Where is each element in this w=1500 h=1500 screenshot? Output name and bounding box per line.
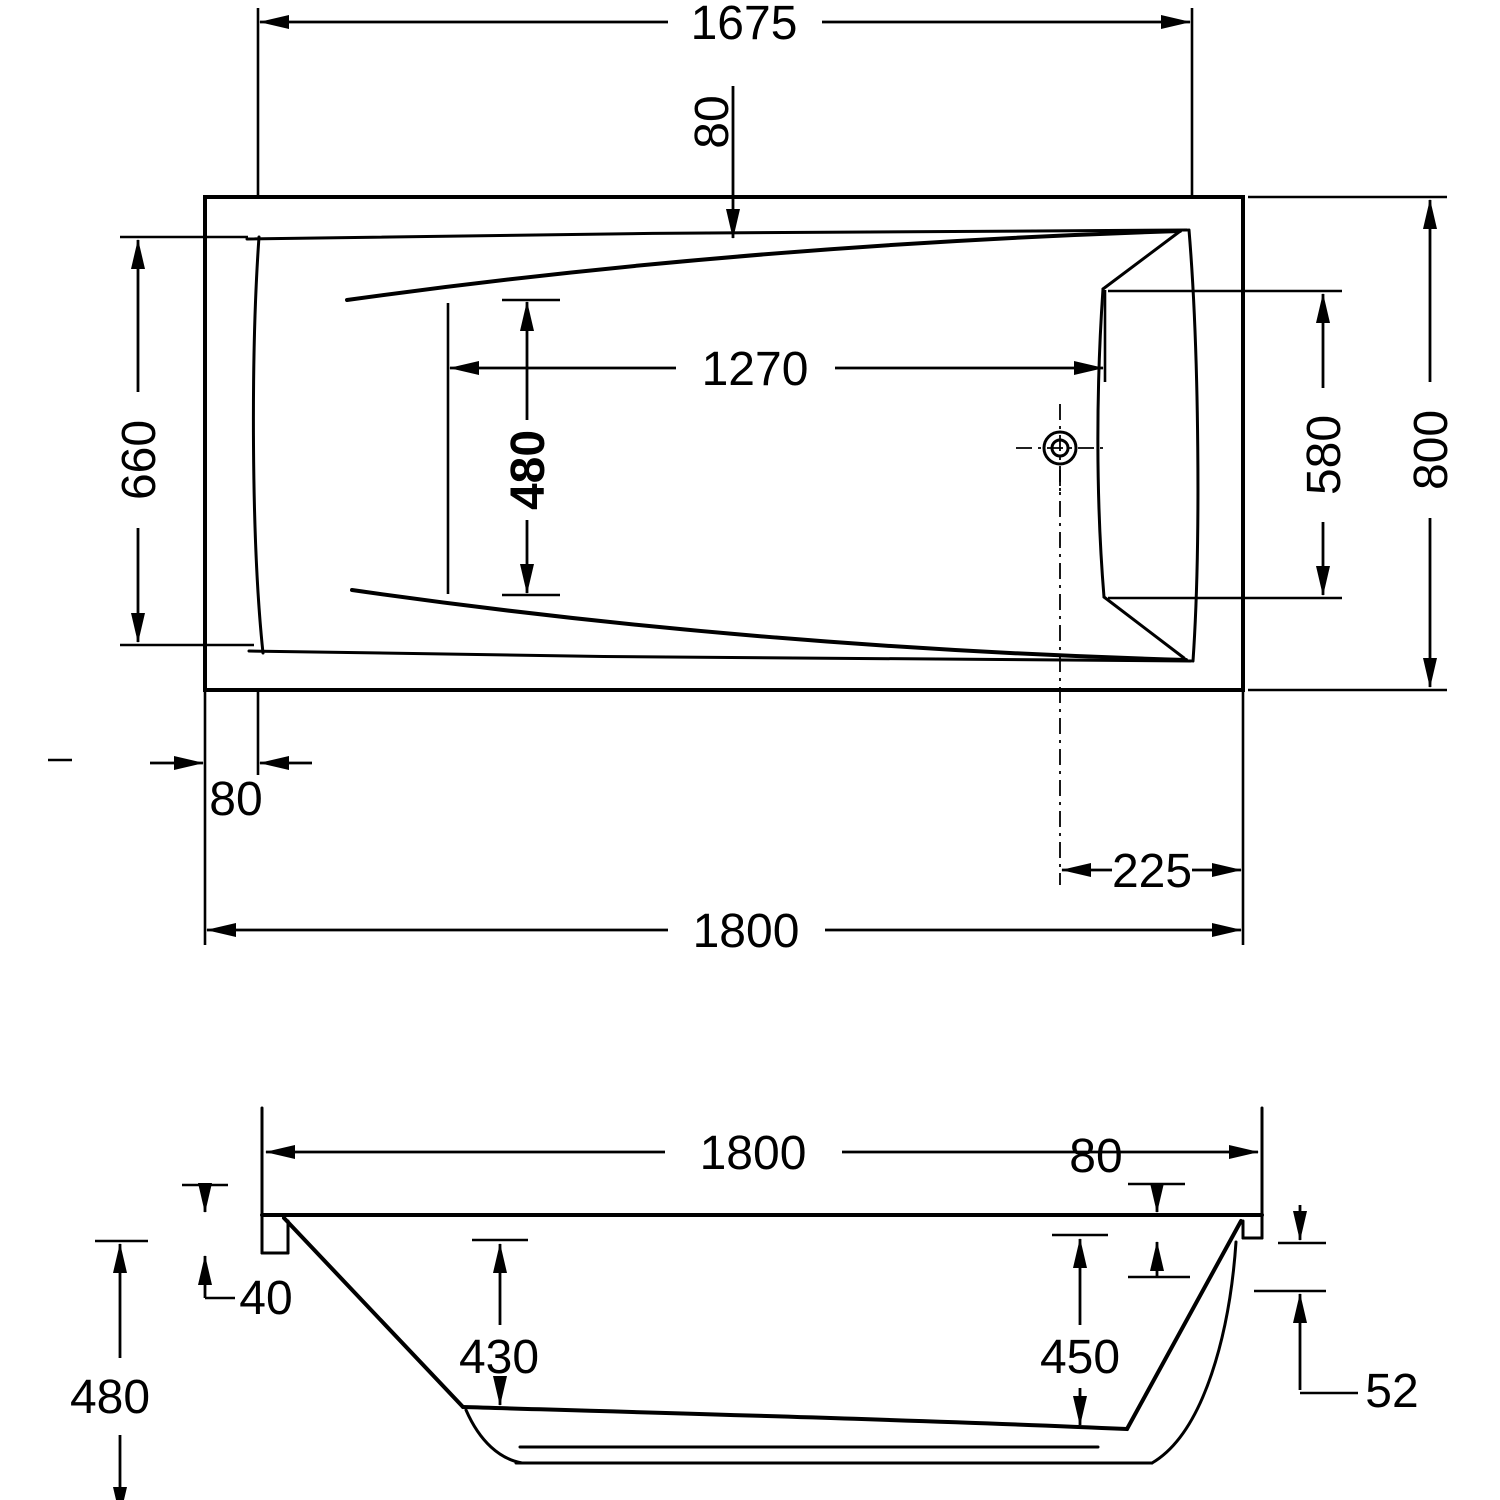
dim-rim-length-1675: 1675 [256,0,1194,775]
right-wall-inner [1125,1219,1243,1431]
tub-bottom-line [461,1405,1129,1431]
dim-skirt-right-52: 52 [1254,1205,1419,1418]
dim-label-rim-length: 1675 [691,0,798,50]
rim-inner-bottom-edge [247,649,1193,663]
dim-label-rim-offset-left: 80 [209,773,262,826]
dim-label-rim-offset-top: 80 [686,95,739,148]
dim-label-drain-offset: 225 [1112,845,1192,898]
rim-inner-right-edge [1187,228,1200,663]
dim-inner-width-left-660: 660 [113,235,254,647]
dim-label-rim-drop-right: 80 [1069,1130,1122,1183]
top-view [203,195,1245,692]
dim-overall-height-480: 480 [70,1239,150,1500]
dim-label-overall-length: 1800 [693,905,800,958]
dim-overall-width-800: 800 [1248,195,1458,692]
base-left-edge [464,1408,524,1465]
dim-label-inner-width-left: 660 [113,420,166,500]
dim-rim-drop-left-40: 40 [182,1183,293,1325]
dim-overall-length-1800: 1800 [206,692,1245,958]
dim-depth-left-430: 430 [459,1238,539,1406]
side-view [260,1106,1264,1465]
dim-side-overall-length-1800: 1800 [265,1127,1259,1180]
right-wall-outer [1150,1240,1238,1465]
basin-top-edge [345,229,1182,302]
dim-label-basin-width: 480 [502,430,555,510]
dim-label-basin-length: 1270 [702,343,809,396]
drain-outer-circle [1042,430,1078,466]
left-wall-slope [282,1216,465,1409]
dim-basin-width-480: 480 [502,298,560,597]
dim-label-overall-width: 800 [1405,410,1458,490]
dim-label-depth-right: 450 [1040,1331,1120,1384]
basin-corner-bottom-right [1102,595,1186,660]
dim-depth-right-450: 450 [1040,1233,1120,1426]
dim-label-overall-height: 480 [70,1371,150,1424]
rim-inner-top-edge [245,228,1189,241]
dim-inner-width-right-580: 580 [1108,289,1351,600]
dim-label-depth-left: 430 [459,1331,539,1384]
dim-drain-offset-225: 225 [1059,470,1242,898]
basin-right-edge [1096,287,1106,599]
dim-rim-offset-left-80: 80 [48,692,312,945]
dim-basin-length-1270: 1270 [446,290,1107,594]
dim-rim-drop-right-80: 80 [1069,1130,1190,1279]
dim-label-side-overall-length: 1800 [700,1127,807,1180]
rim-inner-left-edge [251,235,265,655]
tub-outer-rim [203,195,1245,692]
dim-rim-offset-top-80: 80 [686,86,740,239]
dim-label-rim-drop-left: 40 [239,1272,292,1325]
dim-label-inner-width-right: 580 [1298,415,1351,495]
dim-label-skirt-right: 52 [1365,1365,1418,1418]
basin-bottom-edge [350,588,1188,662]
basin-corner-top-right [1101,230,1181,291]
